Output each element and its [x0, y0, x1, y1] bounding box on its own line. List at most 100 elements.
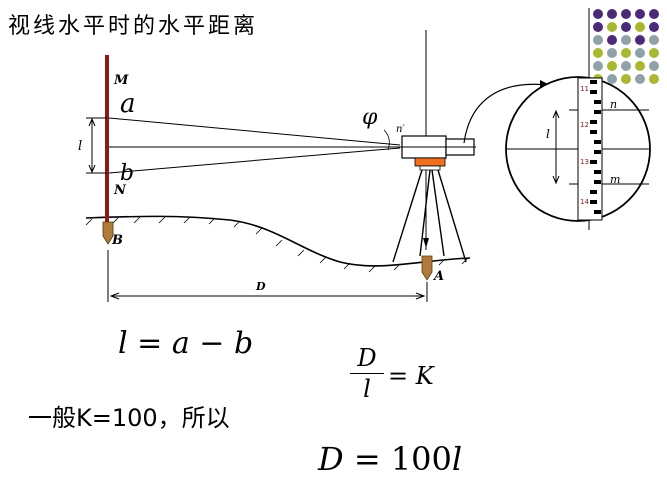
decorative-dot [649, 48, 659, 58]
frac-bar [350, 373, 384, 374]
staff-graduation [594, 180, 601, 184]
decorative-dot [607, 48, 617, 58]
frac-numerator: D [357, 344, 377, 372]
decorative-dot [593, 48, 603, 58]
decorative-dot [635, 22, 645, 32]
zoom-num-13: 13 [580, 158, 589, 166]
decorative-dot [649, 74, 659, 84]
f1-rhs2: b [233, 326, 254, 361]
f2-equals: = [388, 362, 416, 390]
f1-equals: = [127, 326, 172, 361]
pointer-curve [463, 83, 549, 144]
formula-d-equals-100l: D = 100l [318, 440, 462, 478]
staff-graduation [594, 170, 601, 174]
decorative-dot [649, 22, 659, 32]
label-phi: φ [362, 105, 378, 130]
phi-arc [383, 129, 390, 151]
decorative-dot [621, 48, 631, 58]
staff-graduation [590, 130, 597, 134]
decorative-dot [649, 35, 659, 45]
decorative-dot [593, 9, 603, 19]
decorative-dot [607, 35, 617, 45]
f1-lhs: l [118, 326, 128, 361]
ground-line [85, 215, 471, 267]
staff-graduation [590, 90, 597, 94]
decorative-dot [649, 61, 659, 71]
label-peg-b: B [111, 233, 123, 248]
f2-rhs: K [415, 362, 434, 390]
staff-graduation [594, 100, 601, 104]
decorative-dot [621, 74, 631, 84]
decorative-dot [621, 35, 631, 45]
formula-fraction: D l [350, 345, 384, 402]
zoom-num-12: 12 [580, 121, 589, 129]
staff-graduation [594, 210, 601, 214]
decorative-dot [621, 61, 631, 71]
label-m: M [113, 73, 129, 88]
decorative-dot [635, 61, 645, 71]
formula-l-equals-a-minus-b: l = a − b [118, 326, 253, 361]
zoom-num-14: 14 [580, 198, 589, 206]
l-dimension [86, 117, 107, 174]
staff-graduation [590, 200, 597, 204]
staff-graduation [594, 140, 601, 144]
staff-graduation [590, 120, 597, 124]
label-zoom-m: m [610, 173, 620, 186]
leveling-staff [105, 55, 109, 230]
plumb-arrow [423, 238, 429, 248]
telescope [398, 135, 476, 159]
frac-denominator: l [363, 375, 371, 403]
general-k-text: 一般K=100，所以 [28, 404, 230, 432]
staff-graduation [594, 110, 601, 114]
f3-var: l [451, 440, 463, 478]
decorative-dot [593, 35, 603, 45]
decorative-dot [635, 35, 645, 45]
label-b: b [120, 161, 134, 186]
tripod-head [414, 157, 446, 167]
f3-equals: = [343, 440, 391, 478]
decorative-dot [635, 9, 645, 19]
tripod-legs [392, 169, 467, 263]
f3-coef: 100 [390, 440, 452, 478]
peg-a [421, 255, 433, 281]
decorative-dot [635, 48, 645, 58]
label-zoom-l: l [546, 127, 550, 141]
label-peg-a: A [432, 269, 444, 284]
staff-graduation [590, 80, 597, 84]
label-d: D [255, 280, 266, 293]
staff-graduation [590, 160, 597, 164]
ground-hatching [85, 216, 469, 273]
label-n: N [113, 183, 127, 198]
decorative-dot [649, 9, 659, 19]
decorative-dot [607, 9, 617, 19]
tripod-base [419, 165, 441, 171]
label-zoom-n: n [610, 98, 617, 111]
decorative-dot [593, 22, 603, 32]
staff-graduation [594, 150, 601, 154]
decorative-dot [635, 74, 645, 84]
zoom-l-dimension [552, 109, 560, 185]
decorative-dot [607, 61, 617, 71]
decorative-dot [607, 74, 617, 84]
decorative-dot [621, 22, 631, 32]
decorative-dot [593, 61, 603, 71]
decorative-dot [621, 9, 631, 19]
peg-b [102, 221, 114, 245]
f1-rhs1: a [171, 326, 190, 361]
f1-minus: − [189, 326, 234, 361]
zoom-num-11: 11 [580, 85, 589, 93]
zoom-view [505, 76, 651, 222]
label-n-prime: n′ [396, 124, 405, 135]
staff-graduation [590, 190, 597, 194]
decorative-dot-grid [593, 9, 659, 84]
d-dimension [107, 250, 428, 302]
label-a: a [120, 89, 136, 119]
zoom-staff-marks [590, 80, 601, 214]
f3-lhs: D [318, 440, 344, 478]
label-l: l [78, 139, 82, 154]
formula-fraction-rhs: = K [388, 362, 434, 390]
decorative-dot [607, 22, 617, 32]
page-title: 视线水平时的水平距离 [8, 14, 259, 39]
